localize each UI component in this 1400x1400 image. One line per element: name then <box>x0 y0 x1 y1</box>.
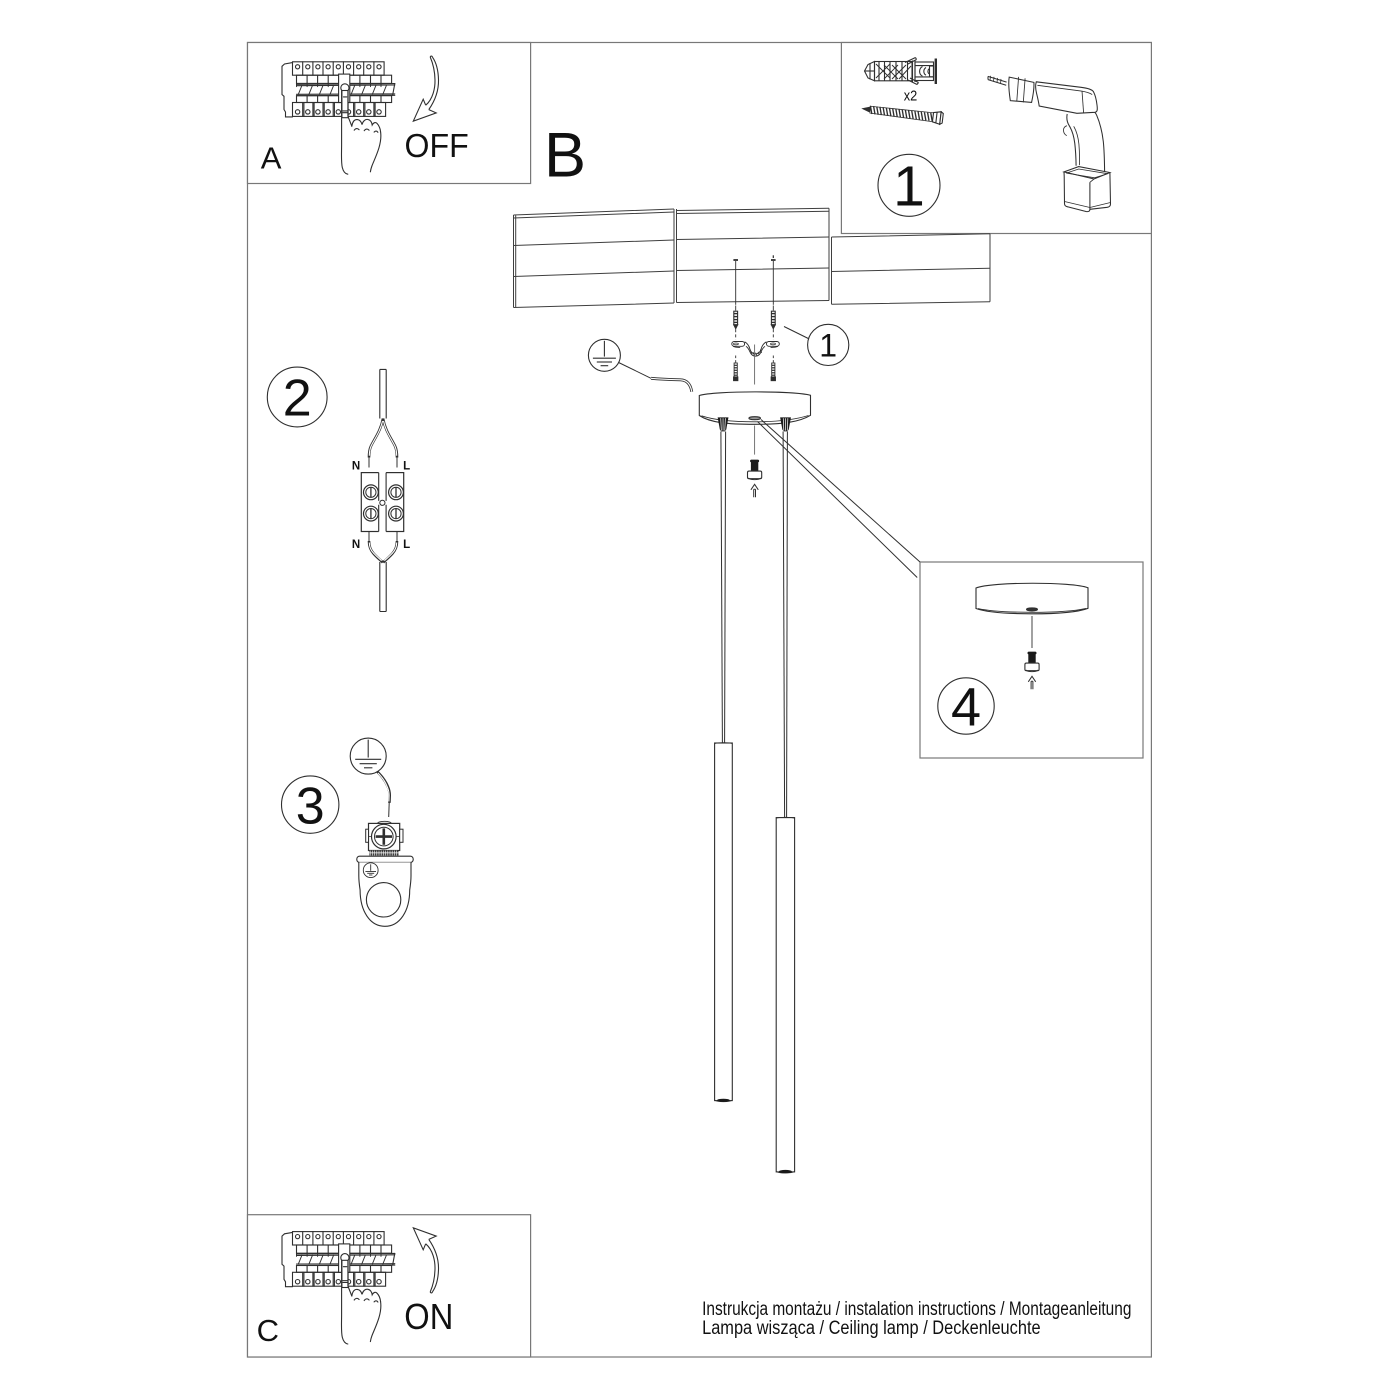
svg-text:N: N <box>352 539 360 551</box>
svg-text:1: 1 <box>819 328 837 364</box>
svg-text:Lampa wisząca / Ceiling lamp /: Lampa wisząca / Ceiling lamp / Deckenleu… <box>702 1318 1041 1339</box>
svg-text:N: N <box>352 461 360 473</box>
svg-text:Instrukcja montażu / instalati: Instrukcja montażu / instalation instruc… <box>702 1299 1131 1320</box>
svg-text:OFF: OFF <box>405 128 469 165</box>
svg-text:1: 1 <box>893 155 925 219</box>
svg-text:L: L <box>403 461 410 473</box>
svg-text:L: L <box>403 539 410 551</box>
svg-text:2: 2 <box>283 370 312 428</box>
svg-text:3: 3 <box>296 777 325 835</box>
svg-text:B: B <box>544 121 586 191</box>
svg-text:4: 4 <box>951 678 981 738</box>
svg-text:x2: x2 <box>904 88 918 104</box>
svg-text:A: A <box>261 141 282 176</box>
svg-text:C: C <box>257 1313 279 1348</box>
svg-text:ON: ON <box>404 1296 453 1337</box>
